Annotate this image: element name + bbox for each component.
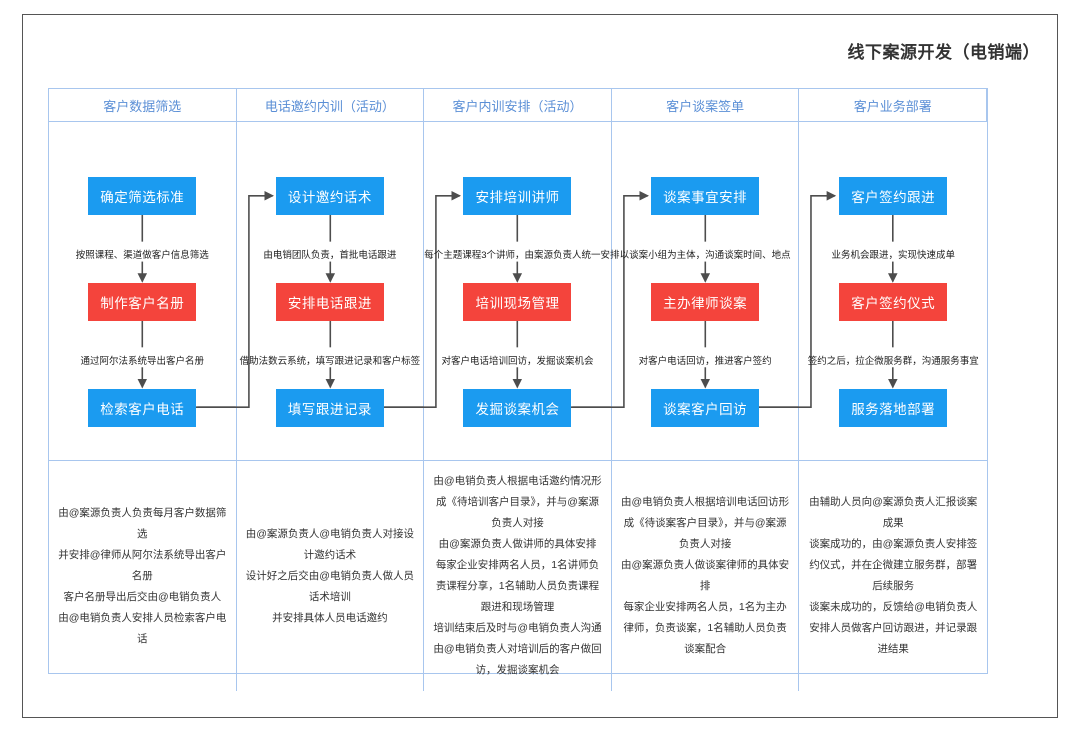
- flow-column-4: 谈案事宜安排 主办律师谈案 谈案客户回访: [612, 122, 799, 460]
- process-node[interactable]: 安排电话跟进: [275, 283, 384, 321]
- notes-cell-1: 由@案源负责人负责每月客户数据筛选 并安排@律师从阿尔法系统导出客户名册 客户名…: [49, 461, 237, 691]
- note-line: 并安排具体人员电话邀约: [272, 611, 388, 624]
- note-line: 由@案源负责人做讲师的具体安排: [438, 538, 597, 550]
- process-node[interactable]: 客户签约跟进: [839, 177, 948, 215]
- note-line: 每家企业安排两名人员，1名为主办律师，负责谈案，1名辅助人员负责谈案配合: [623, 601, 787, 655]
- note-line: 培训结束后及时与@电销负责人沟通: [433, 622, 602, 634]
- process-node[interactable]: 客户签约仪式: [839, 283, 948, 321]
- flow-cell-1: 确定筛选标准 制作客户名册 检索客户电话 按照课程、渠道做客户信息筛选 通过阿尔…: [49, 122, 237, 461]
- process-node[interactable]: 安排培训讲师: [463, 177, 572, 215]
- process-node[interactable]: 培训现场管理: [463, 283, 572, 321]
- process-node[interactable]: 设计邀约话术: [275, 177, 384, 215]
- note-line: 谈案未成功的，反馈给@电销负责人: [809, 601, 978, 613]
- note-line: 安排人员做客户回访跟进，并记录跟进结果: [809, 622, 978, 655]
- column-header-2: 电话邀约内训（活动）: [236, 89, 425, 122]
- notes-cell-5: 由辅助人员向@案源负责人汇报谈案成果 谈案成功的，由@案源负责人安排签约仪式，并…: [799, 461, 987, 691]
- notes-cell-3: 由@电销负责人根据电话邀约情况形成《待培训客户目录》，并与@案源负责人对接 由@…: [424, 461, 612, 691]
- note-line: 谈案成功的，由@案源负责人安排签约仪式，并在企微建立服务群，部署后续服务: [809, 538, 978, 592]
- note-line: 并安排@律师从阿尔法系统导出客户名册: [58, 548, 227, 582]
- process-node[interactable]: 谈案客户回访: [651, 389, 760, 427]
- flow-column-5: 客户签约跟进 客户签约仪式 服务落地部署: [799, 122, 987, 460]
- note-line: 每家企业安排两名人员，1名讲师负责课程分享，1名辅助人员负责课程跟进和现场管理: [435, 559, 600, 613]
- note-line: 客户名册导出后交由@电销负责人: [63, 590, 222, 603]
- column-header-label: 客户谈案签单: [666, 98, 745, 114]
- note-line: 由@电销负责人对培训后的客户做回访，发掘谈案机会: [433, 643, 602, 676]
- process-node[interactable]: 填写跟进记录: [275, 389, 384, 427]
- note-line: 由@电销负责人根据电话邀约情况形成《待培训客户目录》，并与@案源负责人对接: [433, 475, 602, 529]
- flow-column-1: 确定筛选标准 制作客户名册 检索客户电话: [49, 122, 236, 460]
- note-line: 由@电销负责人安排人员检索客户电话: [58, 611, 227, 645]
- process-node[interactable]: 服务落地部署: [839, 389, 948, 427]
- connector-wires-5: [759, 190, 898, 408]
- process-grid: 客户数据筛选 电话邀约内训（活动） 客户内训安排（活动） 客户谈案签单 客户业务…: [48, 88, 988, 691]
- column-header-3: 客户内训安排（活动）: [424, 89, 612, 122]
- flow-cell-5: 客户签约跟进 客户签约仪式 服务落地部署 业务机会跟进，实现快速成单 签约之后，…: [759, 122, 987, 461]
- flow-column-3: 安排培训讲师 培训现场管理 发掘谈案机会: [424, 122, 611, 460]
- column-header-4: 客户谈案签单: [611, 89, 800, 122]
- note-line: 设计好之后交由@电销负责人做人员话术培训: [245, 569, 414, 603]
- note-line: 由@案源负责人做谈案律师的具体安排: [621, 559, 790, 592]
- note-line: 由@电销负责人根据培训电话回访形成《待谈案客户目录》，并与@案源负责人对接: [621, 496, 790, 550]
- flow-column-2: 设计邀约话术 安排电话跟进 填写跟进记录: [237, 122, 424, 460]
- notes-cell-2: 由@案源负责人@电销负责人对接设计邀约话术 设计好之后交由@电销负责人做人员话术…: [237, 461, 425, 691]
- notes-cell-4: 由@电销负责人根据培训电话回访形成《待谈案客户目录》，并与@案源负责人对接 由@…: [612, 461, 800, 691]
- column-header-label: 客户业务部署: [853, 98, 932, 114]
- page-title: 线下案源开发（电销端）: [847, 43, 1040, 62]
- note-line: 由辅助人员向@案源负责人汇报谈案成果: [809, 496, 978, 529]
- note-line: 由@案源负责人@电销负责人对接设计邀约话术: [245, 527, 415, 561]
- process-node[interactable]: 主办律师谈案: [651, 283, 760, 321]
- process-node[interactable]: 发掘谈案机会: [463, 389, 572, 427]
- process-node[interactable]: 谈案事宜安排: [651, 177, 760, 215]
- document-frame: [22, 14, 1058, 718]
- note-line: 由@案源负责人负责每月客户数据筛选: [58, 506, 227, 540]
- flow-cell-2: 设计邀约话术 安排电话跟进 填写跟进记录 由电销团队负责，首批电话跟进 借助法数…: [196, 122, 425, 461]
- column-header-label: 电话邀约内训（活动）: [264, 98, 395, 114]
- column-header-label: 客户内训安排（活动）: [452, 98, 583, 114]
- process-node[interactable]: 确定筛选标准: [88, 177, 197, 215]
- flow-cell-4: 谈案事宜安排 主办律师谈案 谈案客户回访 以谈案小组为主体，沟通谈案时间、地点 …: [572, 122, 800, 461]
- process-node[interactable]: 制作客户名册: [88, 283, 197, 321]
- column-header-5: 客户业务部署: [799, 89, 987, 122]
- flow-cell-3: 安排培训讲师 培训现场管理 发掘谈案机会 每个主题课程3个讲师，由案源负责人统一…: [384, 122, 619, 461]
- column-header-label: 客户数据筛选: [103, 98, 182, 114]
- column-header-1: 客户数据筛选: [49, 89, 237, 122]
- process-node[interactable]: 检索客户电话: [88, 389, 197, 427]
